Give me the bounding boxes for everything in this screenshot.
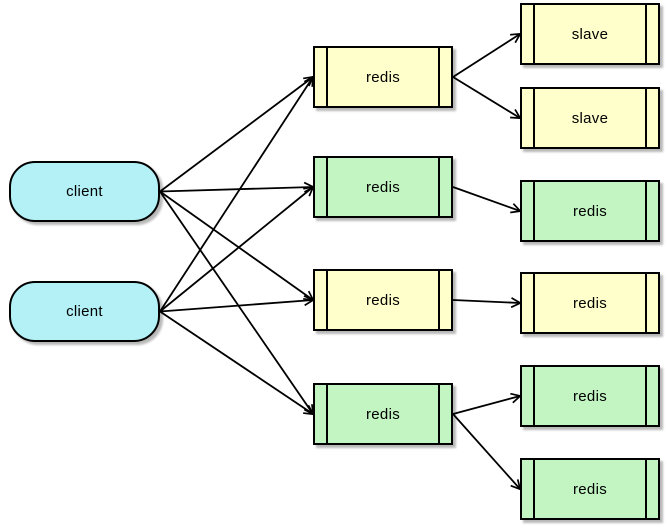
node-client-1: client: [9, 161, 160, 222]
process-right-bar: [645, 89, 647, 147]
process-right-bar: [438, 158, 440, 216]
edge-client-1-to-redis-mid-1: [159, 77, 313, 193]
node-client-2: client: [9, 281, 160, 342]
process-left-bar: [326, 271, 328, 329]
edge-client-2-to-redis-mid-1: [159, 77, 313, 312]
process-right-bar: [645, 274, 647, 332]
edge-redis-mid-1-to-slave-1: [452, 34, 520, 78]
process-left-bar: [533, 5, 535, 63]
edge-client-2-to-redis-mid-2: [159, 187, 313, 313]
node-slave-1: slave: [520, 3, 660, 65]
edge-redis-mid-4-to-redis-right-3: [452, 396, 520, 415]
node-label: redis: [572, 202, 607, 220]
node-redis-mid-3: redis: [313, 269, 453, 331]
process-left-bar: [533, 89, 535, 147]
edge-client-2-to-redis-mid-3: [159, 300, 313, 313]
node-label: redis: [365, 405, 400, 423]
edge-redis-mid-4-to-redis-right-4: [452, 413, 520, 489]
edge-redis-mid-1-to-slave-2: [452, 76, 520, 118]
node-label: redis: [572, 294, 607, 312]
node-label: redis: [572, 387, 607, 405]
process-right-bar: [645, 367, 647, 425]
node-label: client: [66, 303, 103, 320]
process-right-bar: [645, 5, 647, 63]
process-right-bar: [645, 460, 647, 518]
node-label: redis: [365, 178, 400, 196]
node-slave-2: slave: [520, 87, 660, 149]
node-redis-right-4: redis: [520, 458, 660, 520]
node-redis-mid-2: redis: [313, 156, 453, 218]
edge-client-1-to-redis-mid-2: [159, 187, 313, 192]
node-label: client: [66, 183, 103, 200]
node-redis-right-1: redis: [520, 180, 660, 242]
node-label: redis: [365, 291, 400, 309]
edge-client-1-to-redis-mid-3: [159, 190, 313, 301]
edge-client-1-to-redis-mid-4: [159, 190, 313, 415]
node-label: slave: [571, 25, 609, 43]
process-right-bar: [438, 48, 440, 106]
node-label: slave: [571, 109, 609, 127]
process-left-bar: [326, 385, 328, 443]
edge-redis-mid-3-to-redis-right-2: [452, 300, 520, 303]
process-right-bar: [438, 271, 440, 329]
process-left-bar: [326, 158, 328, 216]
node-label: redis: [572, 480, 607, 498]
process-right-bar: [645, 182, 647, 240]
process-left-bar: [533, 182, 535, 240]
process-left-bar: [533, 274, 535, 332]
process-left-bar: [533, 367, 535, 425]
node-label: redis: [365, 68, 400, 86]
node-redis-right-2: redis: [520, 272, 660, 334]
edge-redis-mid-2-to-redis-right-1: [452, 186, 520, 211]
node-redis-mid-4: redis: [313, 383, 453, 445]
process-left-bar: [533, 460, 535, 518]
process-right-bar: [438, 385, 440, 443]
process-left-bar: [326, 48, 328, 106]
node-redis-right-3: redis: [520, 365, 660, 427]
node-redis-mid-1: redis: [313, 46, 453, 108]
edge-client-2-to-redis-mid-4: [159, 310, 313, 415]
